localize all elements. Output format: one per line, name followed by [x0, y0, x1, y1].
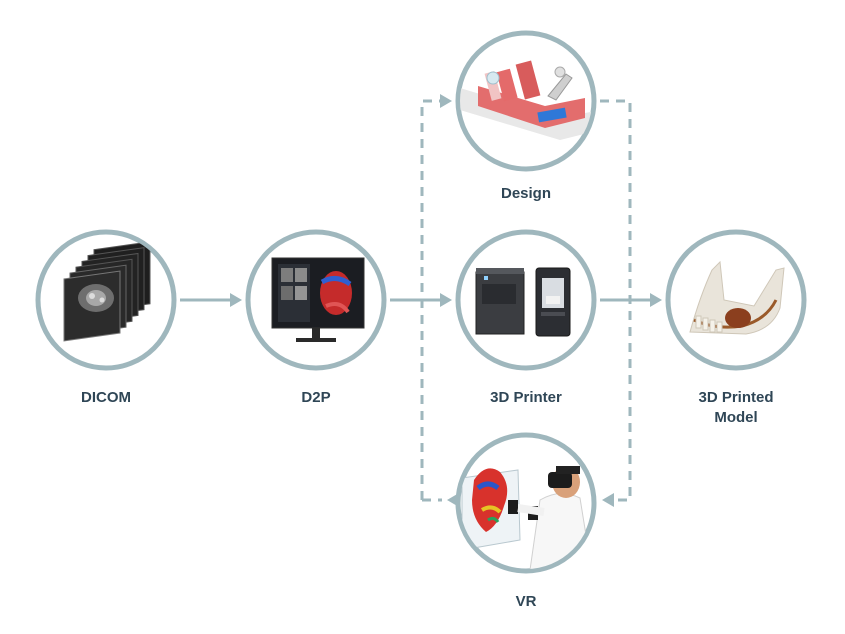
node-printer	[455, 229, 597, 371]
label-model: 3D Printed Model	[698, 389, 774, 426]
cad-design-model-icon	[460, 60, 592, 140]
label-vr: VR	[515, 593, 537, 610]
node-vr	[455, 432, 597, 574]
arrowhead-to-design	[440, 94, 452, 108]
label-d2p: D2P	[301, 389, 331, 406]
arrowhead-d2p-to-printer	[440, 293, 452, 307]
connectors	[180, 94, 662, 507]
dicom-scan-stack-icon	[63, 241, 151, 342]
node-model	[665, 229, 807, 371]
jaw-bone-model-icon	[689, 260, 785, 335]
label-dicom: DICOM	[81, 389, 131, 406]
node-d2p	[245, 229, 387, 371]
label-design: Design	[500, 185, 551, 202]
arrowhead-printer-to-model	[650, 293, 662, 307]
monitor-heart-model-icon	[271, 257, 365, 342]
label-printer: 3D Printer	[490, 389, 562, 406]
node-dicom	[35, 229, 177, 371]
3d-printer-machines-icon	[475, 267, 571, 337]
arrowhead-design-to-vr	[602, 493, 614, 507]
node-design	[455, 30, 597, 172]
dashed-branch-right	[600, 99, 632, 502]
dashed-branch-left	[420, 99, 442, 502]
arrowhead-dicom-to-d2p	[230, 293, 242, 307]
